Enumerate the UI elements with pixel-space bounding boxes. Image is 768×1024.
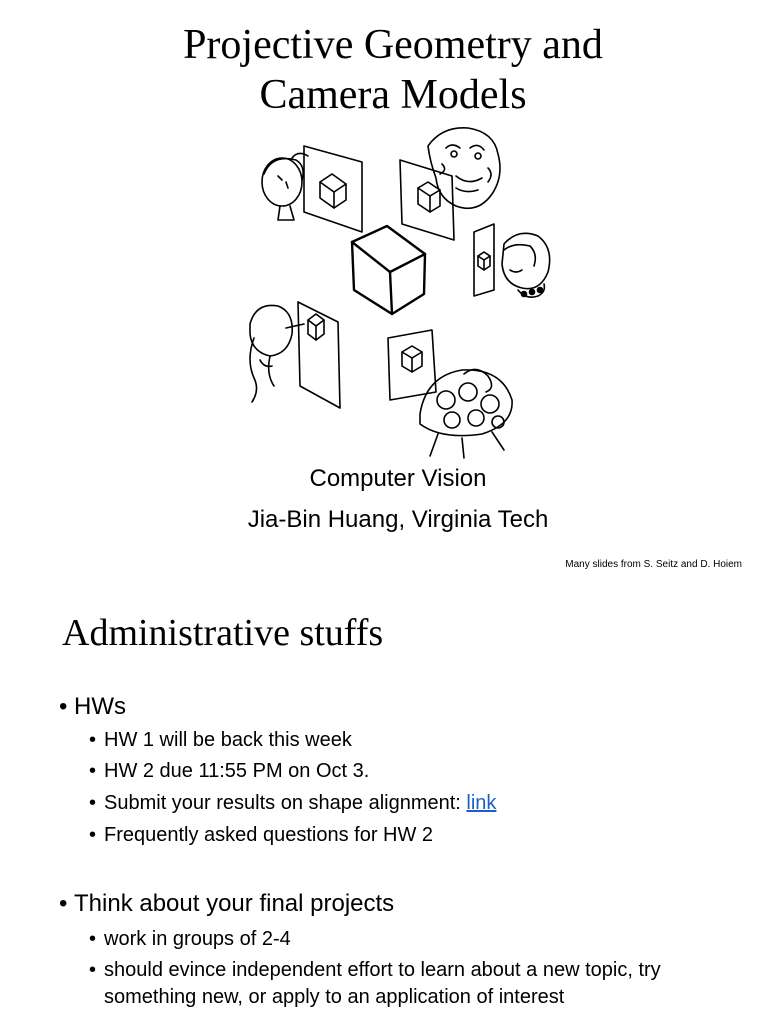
bullet-hws: •HWs [59, 692, 126, 722]
list-item-hw2-due-text: HW 2 due 11:55 PM on Oct 3. [104, 760, 370, 782]
list-item-groups-text: work in groups of 2-4 [104, 928, 291, 950]
bullet-final-projects: •Think about your final projects [59, 889, 394, 919]
course-name: Computer Vision [309, 465, 487, 492]
bullet-dot: • [89, 729, 97, 751]
list-item-independent-effort-text: should evince independent effort to lear… [104, 959, 661, 1008]
slide-credit: Many slides from S. Seitz and D. Hoiem [565, 559, 742, 570]
author-affiliation: Jia-Bin Huang, Virginia Tech [247, 506, 549, 533]
viewer-right [473, 223, 551, 298]
bullet-dot: • [89, 792, 97, 814]
slide-title-line-1: Projective Geometry and [183, 22, 603, 68]
list-item-faq-hw2-text: Frequently asked questions for HW 2 [104, 824, 434, 846]
viewer-top-left [261, 145, 363, 233]
viewer-bottom-turtle [387, 329, 513, 459]
title-slide: Projective Geometry and Camera Models [0, 20, 768, 570]
central-cube [350, 224, 427, 316]
bullet-hws-label: HWs [74, 693, 126, 720]
viewer-top-right [399, 127, 501, 241]
list-item-groups: • work in groups of 2-4 [89, 926, 291, 952]
list-item-submit-results-text: Submit your results on shape alignment: [104, 792, 467, 814]
list-item-hw1: • HW 1 will be back this week [89, 727, 352, 753]
bullet-dot: • [89, 959, 97, 981]
slide-title-line-2: Camera Models [259, 72, 527, 118]
list-item-hw2-due: • HW 2 due 11:55 PM on Oct 3. [89, 758, 369, 784]
viewer-bottom-left [249, 301, 341, 409]
list-item-independent-effort: • should evince independent effort to lea… [89, 957, 689, 1011]
list-item-faq-hw2: • Frequently asked questions for HW 2 [89, 822, 433, 848]
bullet-dot: • [59, 890, 68, 917]
list-item-hw1-text: HW 1 will be back this week [104, 729, 352, 751]
bullet-final-projects-label: Think about your final projects [74, 890, 395, 917]
list-item-submit-results: • Submit your results on shape alignment:… [89, 790, 496, 816]
camera-projection-illustration [249, 127, 551, 459]
bullet-dot: • [89, 824, 97, 846]
admin-slide-title: Administrative stuffs [62, 612, 384, 654]
bullet-dot: • [89, 928, 97, 950]
bullet-dot: • [59, 693, 68, 720]
slide-title: Projective Geometry and Camera Models [0, 20, 768, 120]
bullet-dot: • [89, 760, 97, 782]
admin-slide: Administrative stuffs •HWs •HW 1 will be… [0, 592, 768, 1024]
shape-alignment-link[interactable]: link [466, 792, 497, 814]
